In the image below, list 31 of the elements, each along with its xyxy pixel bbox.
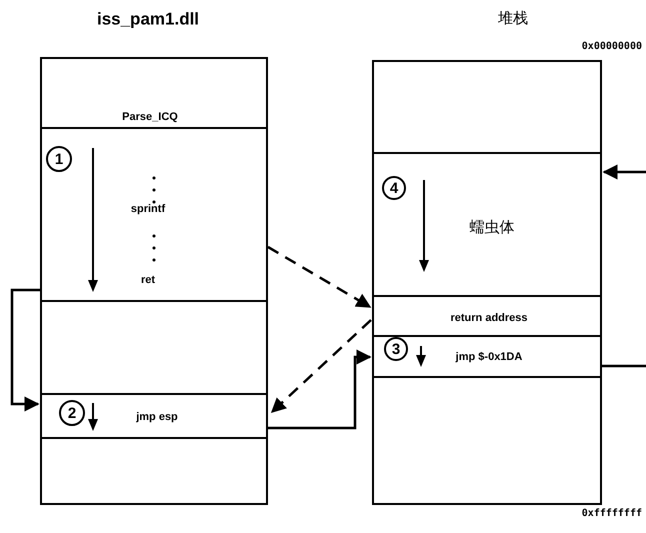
arrow bbox=[268, 350, 372, 430]
step-number: 1 bbox=[46, 146, 72, 172]
arrow bbox=[10, 288, 40, 412]
address-label: 0xffffffff bbox=[582, 508, 642, 519]
empty-band bbox=[40, 300, 268, 395]
connector-line bbox=[602, 364, 646, 368]
memory-band bbox=[372, 295, 602, 337]
step-number: 2 bbox=[59, 400, 85, 426]
band-label: 蠕虫体 bbox=[470, 218, 514, 236]
memory-band bbox=[40, 127, 268, 302]
instruction-label: jmp $-0x1DA bbox=[456, 350, 522, 364]
empty-band bbox=[372, 60, 602, 154]
dashed-arrow bbox=[270, 319, 372, 414]
instruction-label: jmp esp bbox=[136, 410, 178, 424]
empty-band bbox=[372, 376, 602, 505]
band-label: Parse_ICQ bbox=[122, 110, 178, 124]
empty-band bbox=[40, 437, 268, 505]
memory-band bbox=[40, 57, 268, 129]
memory-band bbox=[40, 393, 268, 439]
step-number: 3 bbox=[384, 337, 408, 361]
step-number: 4 bbox=[382, 176, 406, 200]
column-heading: iss_pam1.dll bbox=[96, 10, 200, 30]
code-label: sprintf bbox=[130, 202, 166, 216]
memory-band bbox=[372, 152, 602, 297]
code-label: ret bbox=[140, 274, 156, 286]
memory-band bbox=[372, 335, 602, 378]
arrow bbox=[602, 164, 646, 180]
address-label: 0x00000000 bbox=[582, 41, 642, 52]
dashed-arrow bbox=[267, 246, 372, 308]
column-heading: 堆栈 bbox=[498, 10, 528, 26]
band-label: return address bbox=[450, 312, 528, 324]
